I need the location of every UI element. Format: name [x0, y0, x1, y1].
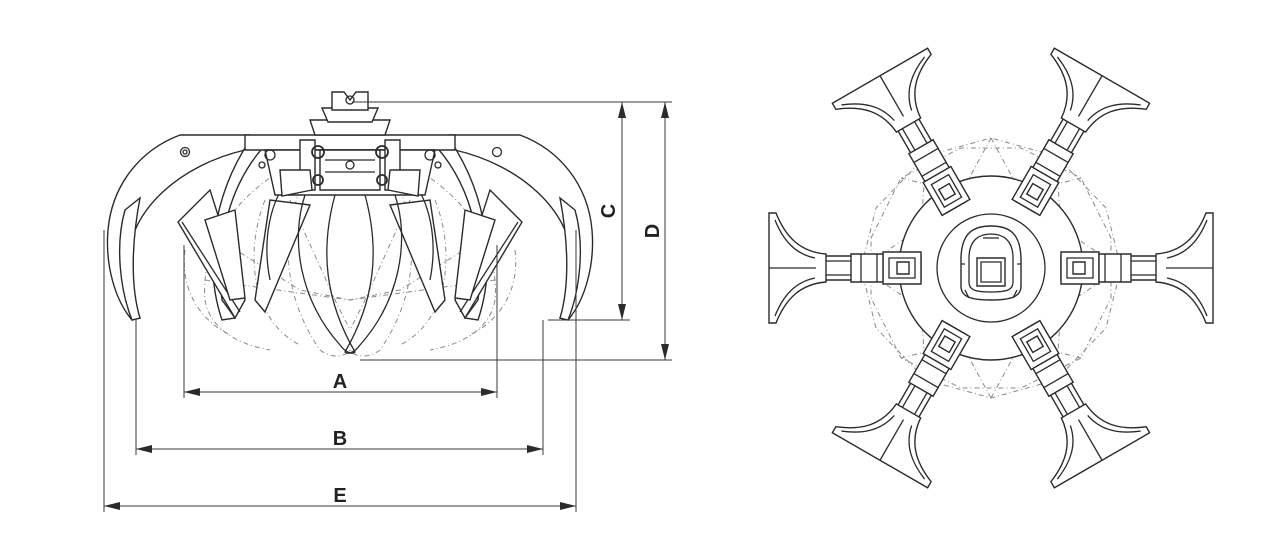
rotator-head [244, 91, 456, 197]
tine-arm-6 [1011, 47, 1151, 217]
tine-arm-5 [831, 47, 971, 217]
tine-arm-4 [768, 212, 922, 324]
dimension-label-a: A [333, 371, 347, 393]
dimension-label-d: D [642, 224, 664, 238]
top-view [768, 47, 1214, 489]
outer-tine-right [449, 134, 594, 321]
dimension-label-e: E [333, 485, 346, 507]
dimension-label-b: B [333, 428, 347, 450]
outer-tine-left [106, 134, 251, 321]
tine-arms [768, 47, 1214, 489]
rotator-top [960, 225, 1022, 301]
tine-arm-1 [1060, 212, 1214, 324]
dimension-lines-side [103, 101, 672, 512]
dimension-label-c: C [598, 204, 620, 218]
side-view: A B E C D [103, 91, 672, 512]
tine-arm-3 [831, 319, 971, 489]
tine-arm-2 [1011, 319, 1151, 489]
mid-tines [177, 139, 523, 321]
